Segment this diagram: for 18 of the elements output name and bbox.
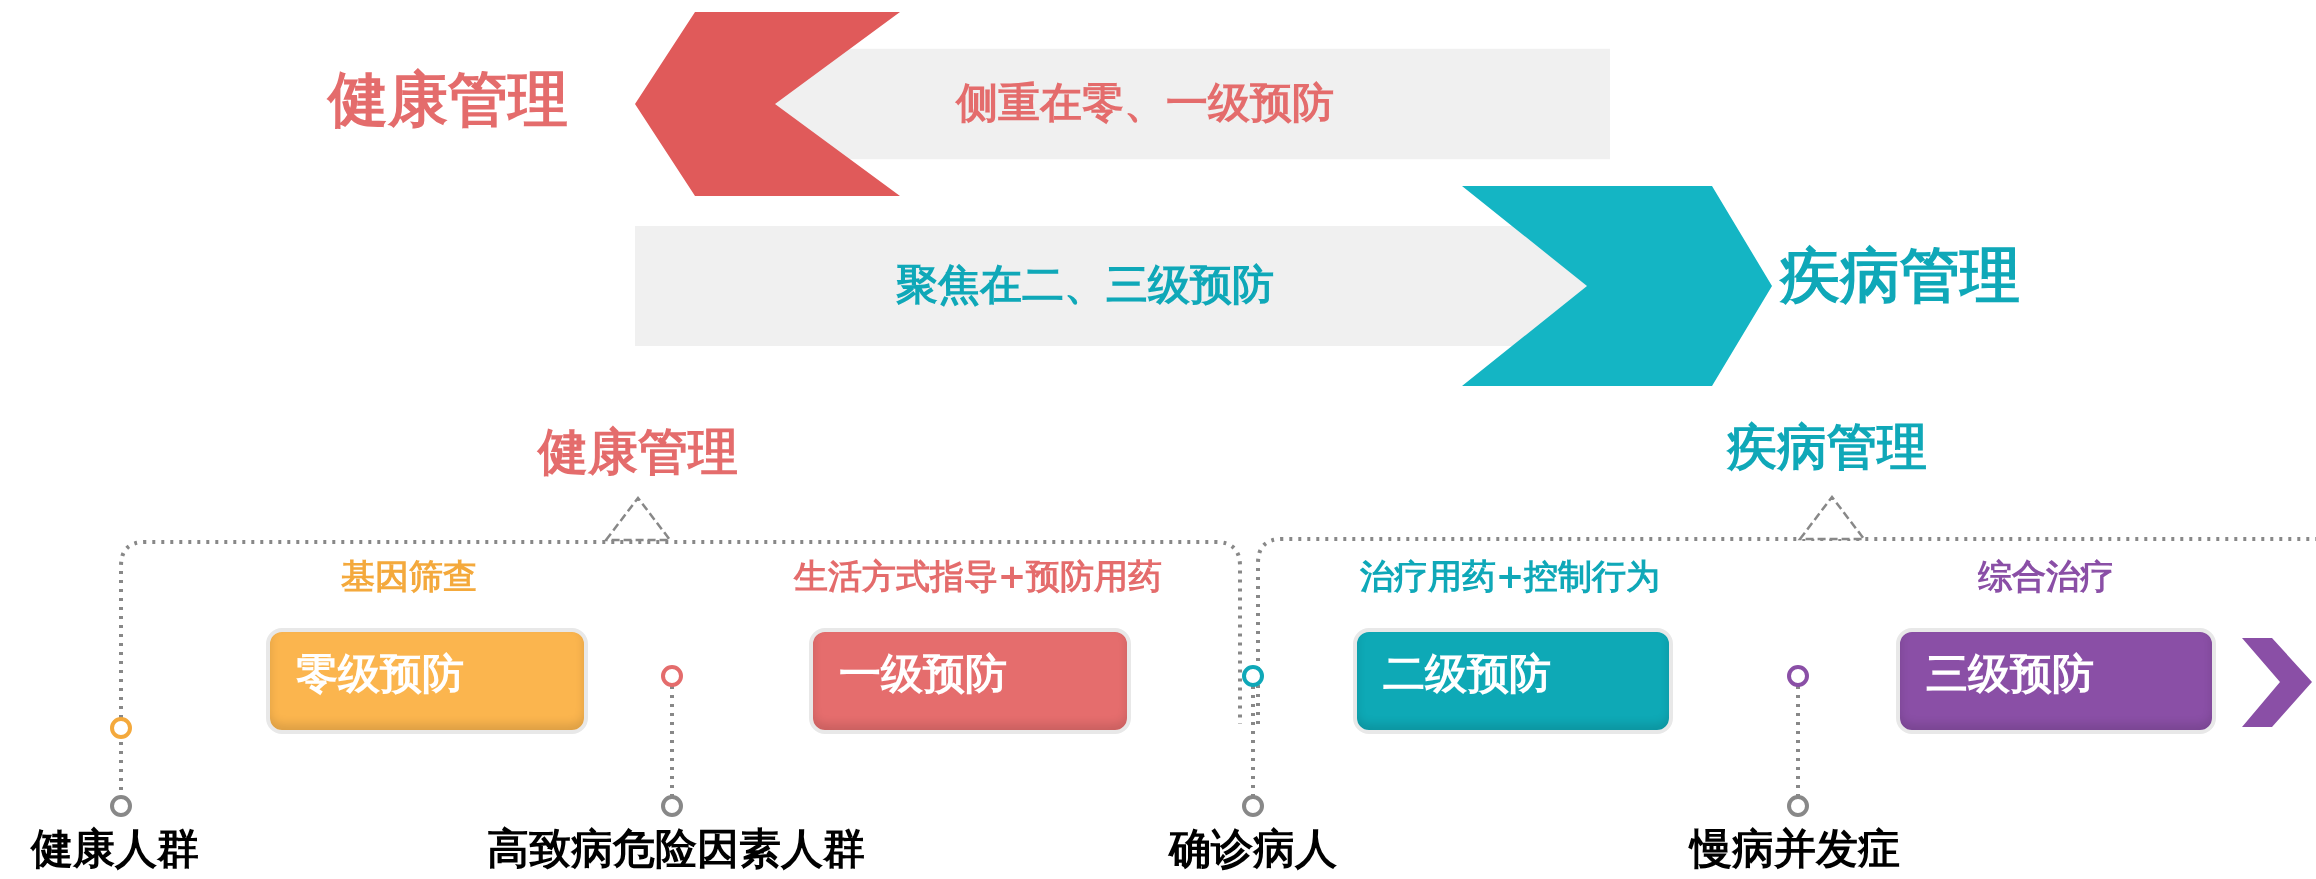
stage-heading: 生活方式指导+预防用药: [793, 558, 1163, 596]
stage-box: 一级预防: [809, 628, 1131, 734]
stage-box: 零级预防: [266, 628, 588, 734]
timeline-label: 健康人群: [31, 826, 199, 873]
heading-text: 疾病管理: [1780, 242, 2020, 308]
banner-text: 聚焦在二、三级预防: [896, 262, 1274, 309]
stage-box: 三级预防: [1896, 628, 2216, 734]
stage-heading: 综合治疗: [1978, 558, 2114, 596]
bracket-title: 疾病管理: [1727, 420, 1927, 475]
timeline-label: 确诊病人: [1169, 826, 1337, 873]
heading-text: 健康管理: [328, 66, 568, 132]
banner-text: 侧重在零、一级预防: [956, 80, 1334, 127]
stage-heading: 基因筛查: [341, 558, 477, 596]
bracket-title: 健康管理: [538, 425, 738, 480]
timeline-label: 慢病并发症: [1690, 826, 1900, 873]
stage-heading: 治疗用药+控制行为: [1359, 558, 1661, 596]
stage-box: 二级预防: [1353, 628, 1673, 734]
timeline-label: 高致病危险因素人群: [487, 826, 865, 873]
